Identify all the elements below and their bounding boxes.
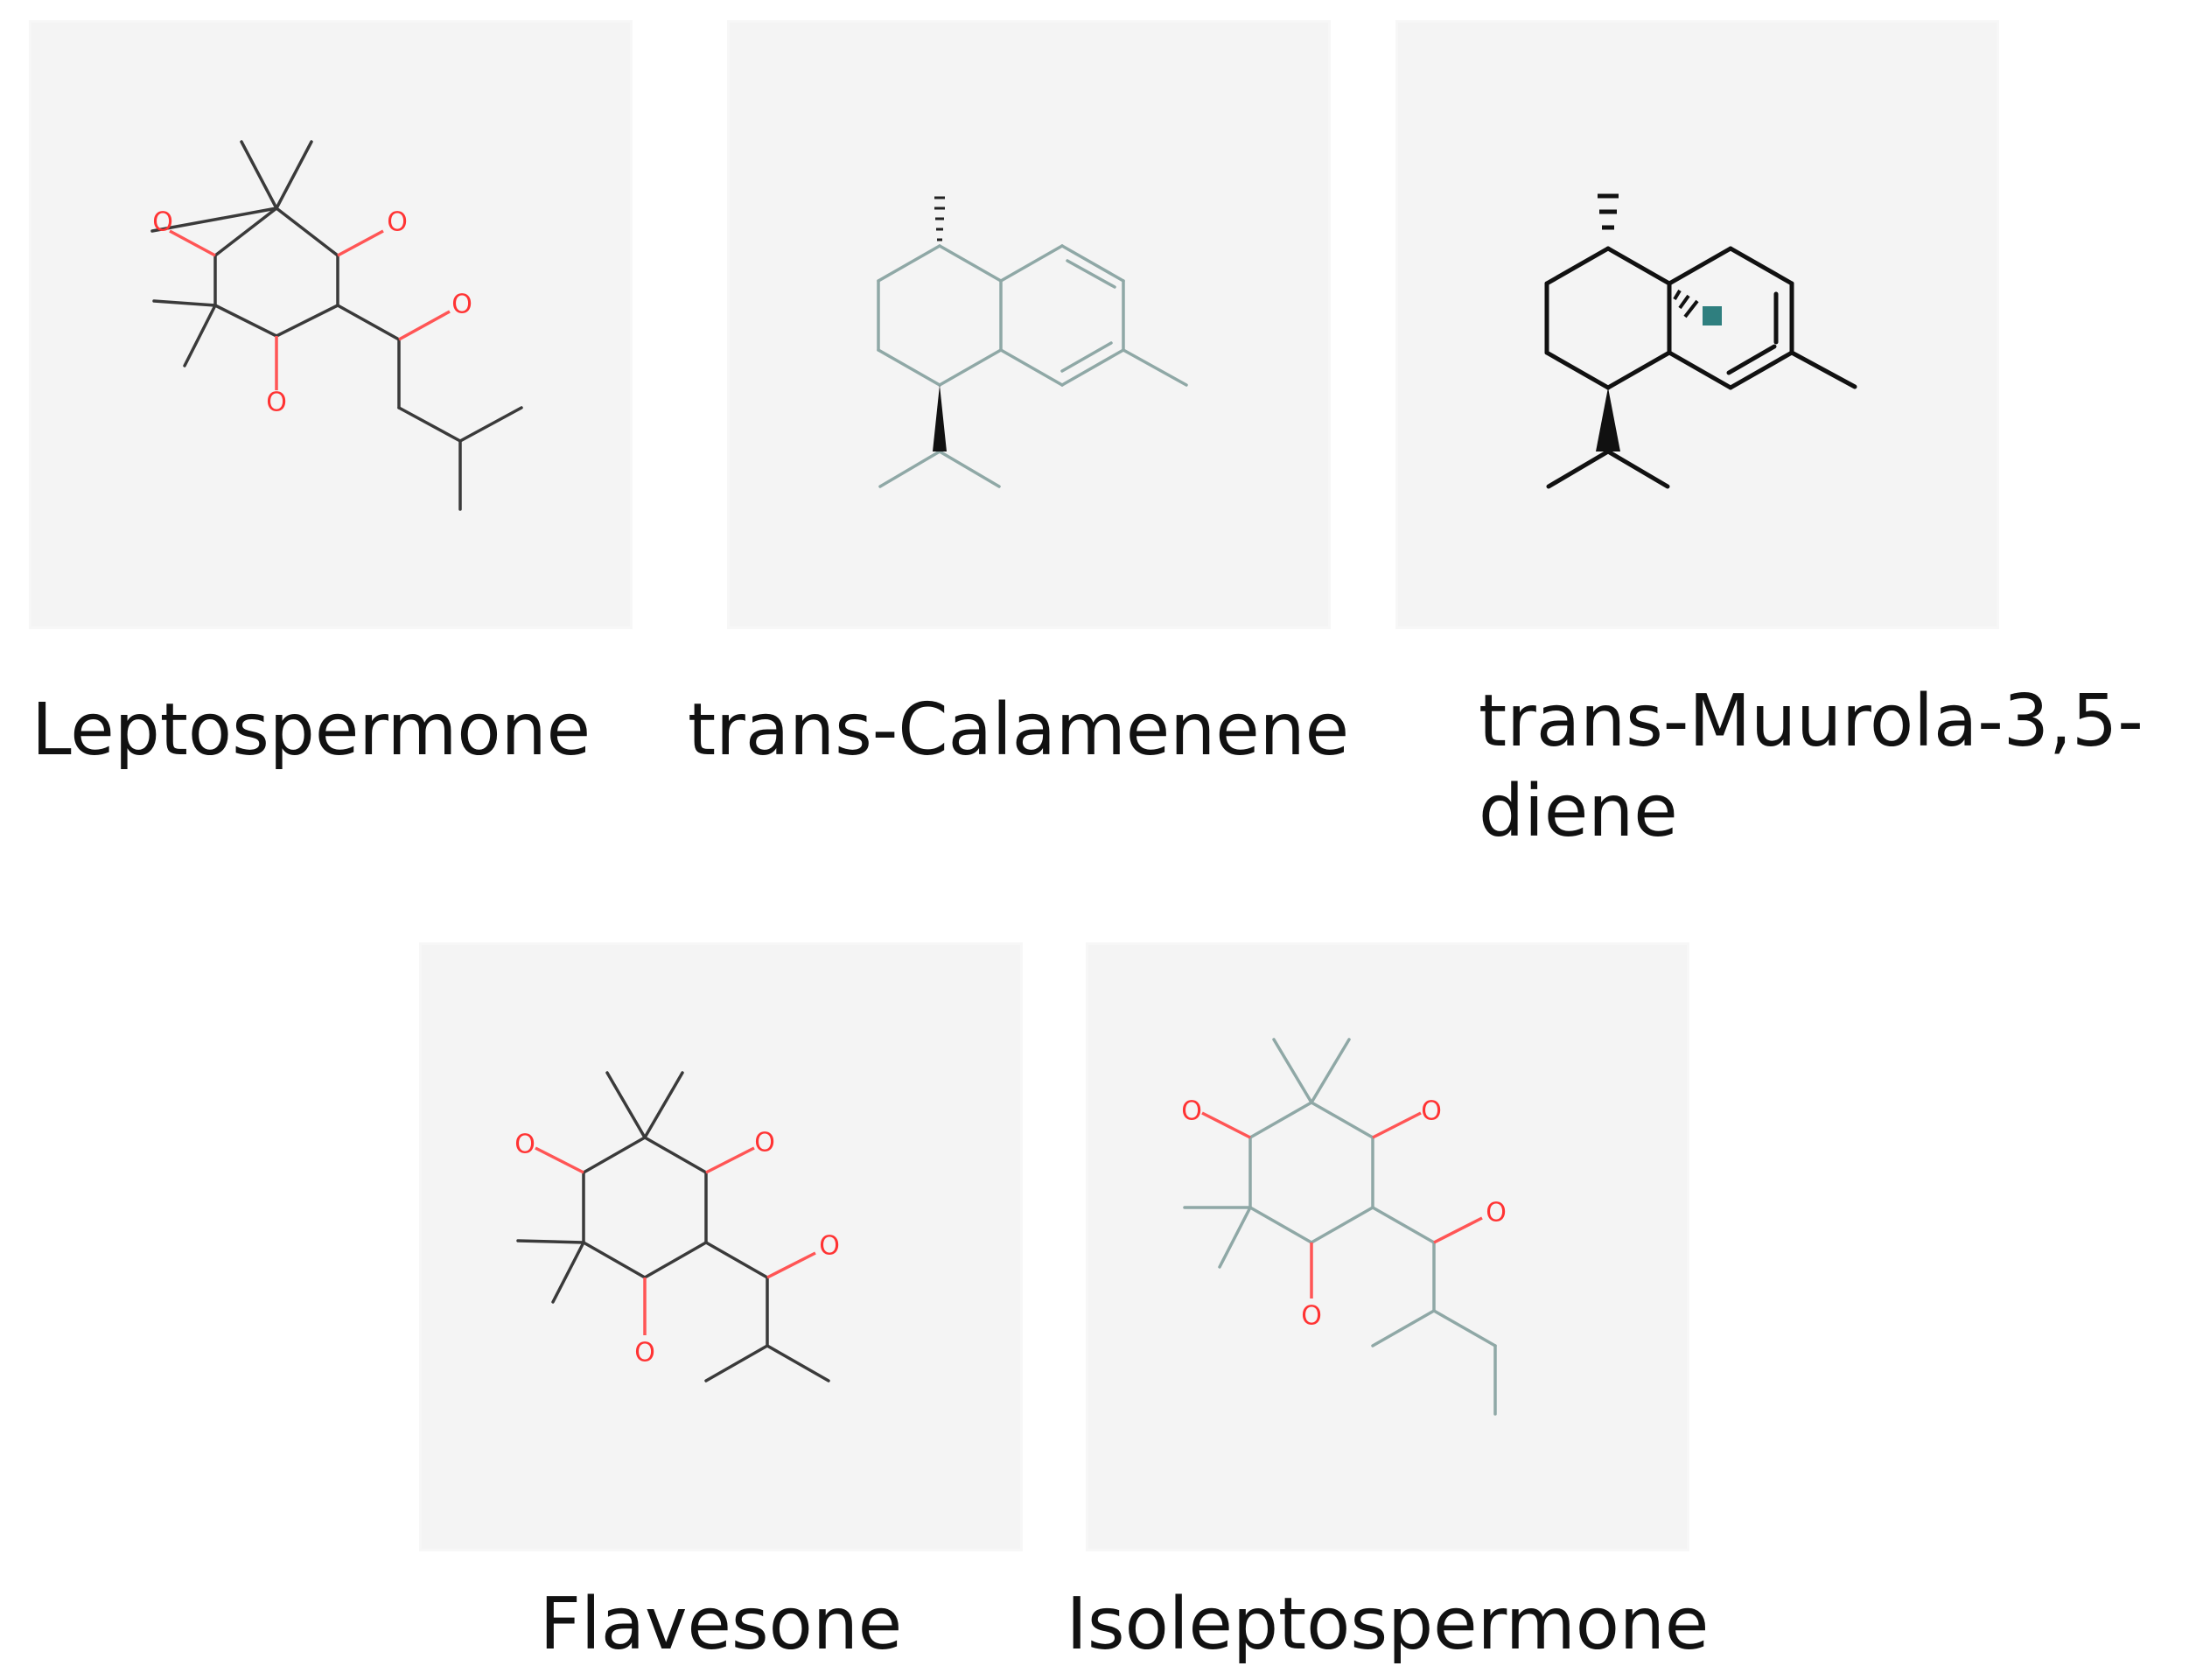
compound-name-trans-muurola-diene: trans-Muurola-3,5- diene [1479,677,2144,857]
oxygen-label: O [1181,1096,1202,1127]
compound-name-trans-calamenene: trans-Calamenene [688,689,1350,772]
compound-name-flavesone: Flavesone [539,1583,903,1666]
structure-panel-isoleptospermone: O O O O [1088,945,1687,1549]
leptospermone-structure: O O O O [150,140,523,511]
trans-muurola-diene-structure [1544,193,1857,489]
oxygen-label: O [1421,1096,1442,1127]
oxygen-label: O [634,1338,655,1368]
structure-panel-trans-calamenene [730,23,1328,626]
oxygen-label: O [819,1231,840,1262]
structure-panel-flavesone: O O O O [422,945,1020,1549]
oxygen-label: O [1301,1301,1322,1332]
isoleptospermone-structure: O O O O [1181,1038,1507,1416]
compound-name-leptospermone: Leptospermone [31,689,591,772]
structure-panel-trans-muurola-diene [1398,23,1997,626]
flavesone-structure: O O O O [514,1071,840,1382]
compound-name-line-1: trans-Muurola-3,5- [1479,680,2144,763]
oxygen-label: O [266,388,287,418]
trans-calamenene-structure [877,196,1188,488]
compound-name-isoleptospermone: Isoleptospermone [1066,1583,1710,1666]
oxygen-label: O [387,207,408,238]
compound-name-line-2: diene [1479,769,1678,853]
oxygen-label: O [1486,1198,1507,1228]
oxygen-label: O [451,290,472,320]
highlight-marker [1703,306,1722,326]
structure-panel-leptospermone: O O O O [31,23,630,626]
oxygen-label: O [514,1130,535,1160]
oxygen-label: O [754,1128,775,1158]
oxygen-label: O [152,207,173,238]
